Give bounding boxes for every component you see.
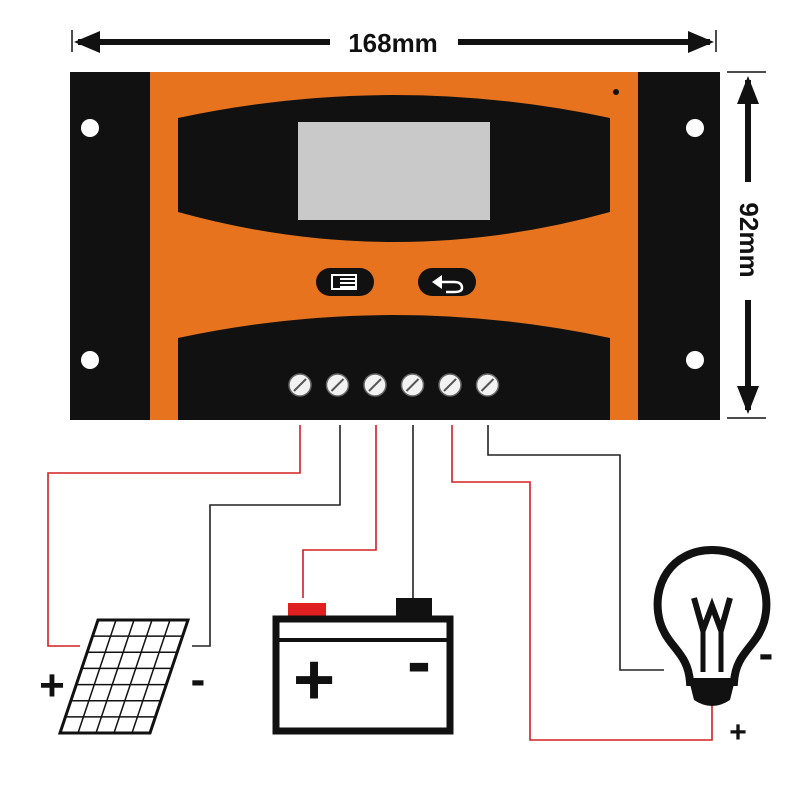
mounting-hole-bottom-right bbox=[686, 351, 704, 369]
battery: + - bbox=[272, 598, 454, 735]
solar-positive-label: + bbox=[39, 661, 65, 710]
solar-panel-frame bbox=[57, 618, 191, 735]
width-dimension: 168mm bbox=[71, 28, 717, 58]
battery-positive-wire bbox=[302, 425, 377, 598]
bulb-base bbox=[690, 684, 734, 706]
solar-cell-divider bbox=[95, 619, 135, 734]
solar-cell-divider bbox=[113, 619, 153, 734]
solar-panel: + - bbox=[39, 618, 206, 735]
mounting-hole-top-right bbox=[686, 119, 704, 137]
solar-positive-wire bbox=[47, 425, 301, 647]
solar-negative-label: - bbox=[191, 655, 206, 704]
battery-negative-post bbox=[396, 598, 432, 619]
status-led bbox=[613, 89, 619, 95]
width-arrowhead-left bbox=[74, 31, 100, 53]
return-arrow-icon bbox=[432, 275, 464, 294]
bulb-filament bbox=[691, 597, 733, 640]
terminal-screw-slot bbox=[443, 378, 457, 392]
width-label: 168mm bbox=[348, 28, 438, 58]
terminal-screw-slot bbox=[405, 378, 420, 392]
lamp-negative-label: - bbox=[759, 629, 774, 678]
terminal-screw-slot bbox=[480, 378, 495, 392]
lcd-screen bbox=[298, 122, 490, 220]
bulb-glass bbox=[653, 545, 771, 686]
mounting-hole-bottom-left bbox=[81, 351, 99, 369]
solar-panel-grid bbox=[57, 618, 191, 735]
wiring bbox=[47, 425, 713, 741]
battery-positive-post bbox=[288, 603, 326, 619]
height-dimension: 92mm bbox=[727, 71, 766, 419]
width-arrowhead-right bbox=[688, 31, 714, 53]
charge-controller bbox=[70, 72, 720, 420]
mounting-hole-top-left bbox=[81, 119, 99, 137]
load-negative-wire bbox=[487, 425, 664, 671]
height-arrowhead-top bbox=[737, 76, 759, 104]
menu-icon bbox=[331, 274, 357, 290]
solar-cell-divider bbox=[77, 619, 117, 734]
height-label: 92mm bbox=[734, 202, 764, 277]
lamp-load: - + bbox=[653, 545, 774, 749]
terminal-bezel bbox=[178, 315, 610, 420]
terminal-block bbox=[288, 373, 500, 397]
battery-case bbox=[272, 615, 454, 735]
battery-positive-label: + bbox=[293, 640, 335, 720]
lamp-positive-label: + bbox=[729, 716, 747, 749]
height-arrowhead-bottom bbox=[737, 386, 759, 414]
terminal-screw-slot bbox=[330, 378, 345, 392]
solar-negative-wire bbox=[192, 425, 341, 647]
terminal-screw-slot bbox=[293, 378, 307, 392]
load-positive-wire bbox=[451, 425, 713, 741]
terminal-screw-slot bbox=[368, 378, 382, 392]
battery-negative-label: - bbox=[407, 622, 431, 702]
solar-cell-divider bbox=[131, 619, 171, 734]
